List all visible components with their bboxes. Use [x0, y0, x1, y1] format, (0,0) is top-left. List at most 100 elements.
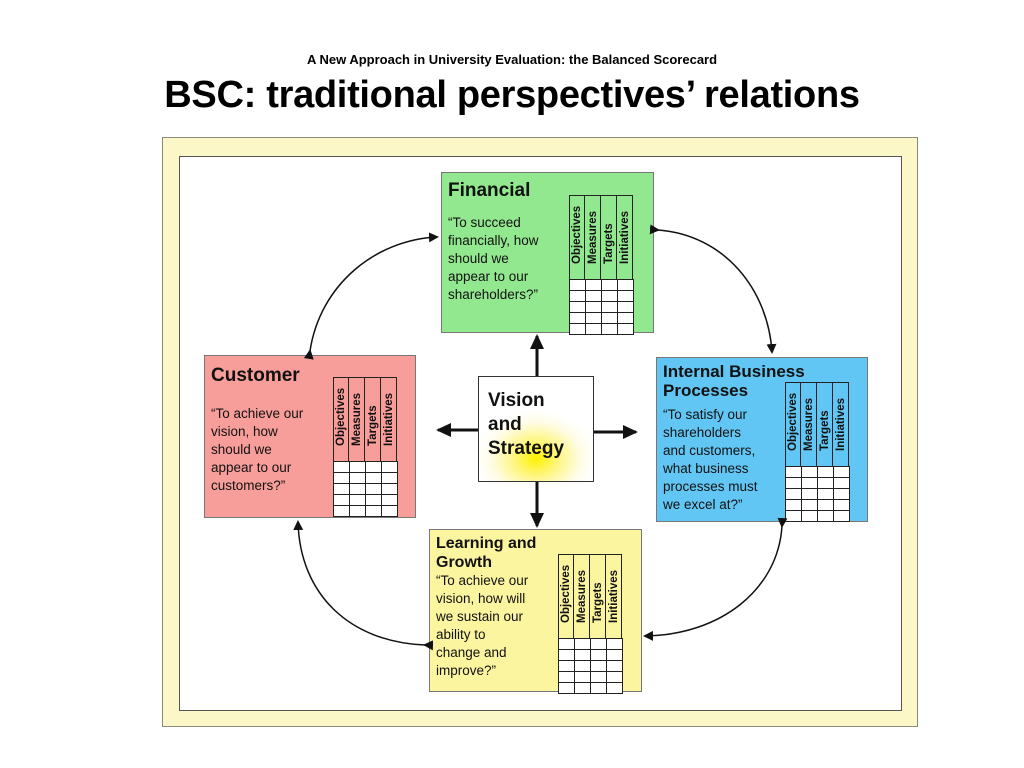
matrix-cell [575, 672, 591, 683]
customer-title-line: Customer [211, 365, 300, 386]
internal-question-line: what business [663, 461, 749, 476]
measures-column-header: Measures [574, 554, 590, 638]
matrix-cell [334, 473, 350, 484]
learning-question-line: “To achieve our [436, 573, 529, 588]
customer-title: Customer [211, 366, 300, 385]
objectives-column-header: Objectives [569, 195, 585, 279]
matrix-cell [334, 484, 350, 495]
internal-question-line: we excel at?” [663, 497, 743, 512]
financial-question-line: financially, how [448, 233, 539, 248]
matrix-cell [834, 489, 850, 500]
matrix-cell [334, 506, 350, 517]
matrix-cell [786, 500, 802, 511]
matrix-cell [350, 495, 366, 506]
financial-question-line: appear to our [448, 269, 529, 284]
matrix-cell [618, 291, 634, 302]
matrix-cell [586, 291, 602, 302]
matrix-cell [586, 324, 602, 335]
matrix-cell [586, 302, 602, 313]
measures-column-header: Measures [801, 382, 817, 466]
matrix-cell [591, 661, 607, 672]
matrix-cell [570, 280, 586, 291]
customer-question-line: should we [211, 442, 272, 457]
matrix-cell [382, 462, 398, 473]
initiatives-column-header: Initiatives [617, 195, 633, 279]
matrix-cell [802, 511, 818, 522]
learning-question-line: we sustain our [436, 609, 524, 624]
internal-question: “To satisfy our shareholders and custome… [663, 406, 758, 514]
matrix-cell [834, 478, 850, 489]
customer-question: “To achieve our vision, how should we ap… [211, 405, 303, 495]
vision-line: Vision [488, 390, 545, 411]
matrix-cell [602, 280, 618, 291]
measures-column-header: Measures [585, 195, 601, 279]
initiatives-column-header: Initiatives [606, 554, 622, 638]
learning-question-line: vision, how will [436, 591, 526, 606]
matrix-cell [618, 324, 634, 335]
matrix-cell [834, 511, 850, 522]
internal-question-line: and customers, [663, 443, 756, 458]
targets-column-header: Targets [365, 377, 381, 461]
financial-internal-arrow [649, 224, 777, 354]
matrix-cell [802, 467, 818, 478]
customer-matrix: Objectives Measures Targets Initiatives [333, 377, 398, 517]
financial-title: Financial [448, 181, 530, 200]
matrix-cell [834, 500, 850, 511]
matrix-header-row: Objectives Measures Targets Initiatives [569, 195, 634, 279]
matrix-cell [602, 302, 618, 313]
learning-customer-arrow [293, 520, 434, 651]
vision-line: Strategy [488, 438, 565, 459]
internal-business-processes-perspective: Internal Business Processes “To satisfy … [656, 357, 868, 522]
matrix-cell [607, 650, 623, 661]
matrix-cell [607, 639, 623, 650]
matrix-cell [818, 467, 834, 478]
matrix-cell [586, 280, 602, 291]
matrix-grid [333, 461, 398, 517]
matrix-cell [350, 484, 366, 495]
matrix-grid [569, 279, 634, 335]
matrix-cell [618, 280, 634, 291]
matrix-cell [570, 302, 586, 313]
matrix-header-row: Objectives Measures Targets Initiatives [558, 554, 623, 638]
customer-question-line: customers?” [211, 478, 286, 493]
matrix-cell [818, 511, 834, 522]
matrix-cell [559, 650, 575, 661]
internal-matrix: Objectives Measures Targets Initiatives [785, 382, 850, 522]
vision-line: and [488, 414, 522, 435]
matrix-cell [591, 672, 607, 683]
learning-and-growth-perspective: Learning and Growth “To achieve our visi… [429, 529, 642, 694]
customer-question-line: vision, how [211, 424, 278, 439]
matrix-cell [602, 291, 618, 302]
matrix-cell [786, 489, 802, 500]
matrix-cell [382, 506, 398, 517]
matrix-cell [575, 639, 591, 650]
internal-title-line: Processes [663, 381, 749, 400]
internal-question-line: shareholders [663, 425, 742, 440]
matrix-cell [586, 313, 602, 324]
learning-title-line: Growth [436, 554, 492, 571]
matrix-cell [786, 478, 802, 489]
matrix-cell [575, 661, 591, 672]
matrix-cell [570, 313, 586, 324]
internal-question-line: processes must [663, 479, 758, 494]
matrix-cell [382, 484, 398, 495]
matrix-cell [802, 478, 818, 489]
financial-question-line: should we [448, 251, 509, 266]
matrix-cell [618, 313, 634, 324]
targets-column-header: Targets [601, 195, 617, 279]
matrix-header-row: Objectives Measures Targets Initiatives [785, 382, 850, 466]
financial-question: “To succeed financially, how should we a… [448, 214, 539, 304]
matrix-cell [602, 313, 618, 324]
matrix-cell [382, 473, 398, 484]
matrix-cell [834, 467, 850, 478]
matrix-cell [591, 683, 607, 694]
learning-title-line: Learning and [436, 535, 537, 552]
learning-question-line: change and [436, 645, 507, 660]
matrix-cell [366, 462, 382, 473]
matrix-cell [786, 511, 802, 522]
measures-column-header: Measures [349, 377, 365, 461]
matrix-cell [334, 462, 350, 473]
matrix-cell [602, 324, 618, 335]
objectives-column-header: Objectives [558, 554, 574, 638]
